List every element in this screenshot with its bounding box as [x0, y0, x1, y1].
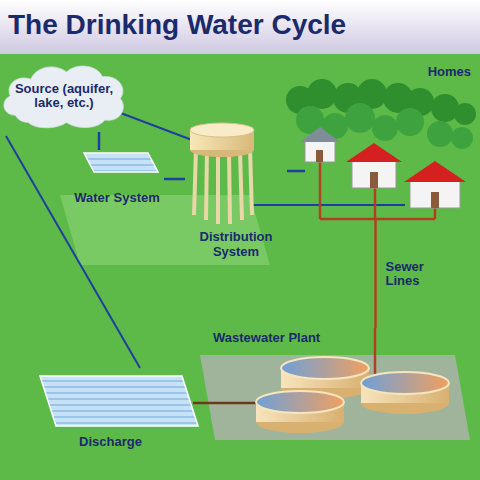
tank-top: [281, 357, 369, 379]
tower-leg: [206, 150, 207, 220]
pipe-connector: [193, 402, 210, 405]
component-area: Homes: [305, 62, 474, 220]
component-label: Source (aquifer, lake, etc.): [14, 82, 114, 111]
pipe-connector: [98, 132, 101, 150]
house-roof: [404, 161, 466, 182]
cloud-shape: [4, 66, 123, 128]
tower-leg: [194, 148, 196, 215]
component-label: Discharge: [79, 435, 142, 449]
component-area: Discharge: [28, 370, 193, 452]
pipe-connector: [164, 178, 185, 181]
house-wall: [410, 180, 460, 208]
water-system-pool: [84, 153, 158, 172]
tree: [307, 79, 337, 109]
sewer-pipe: [319, 162, 322, 219]
tower-leg: [250, 148, 252, 215]
house-door: [431, 192, 439, 208]
house-roof: [300, 127, 340, 142]
component-area: Distribution System: [185, 122, 287, 262]
treatment-tanks: [256, 357, 449, 433]
tower-tank-top: [190, 123, 254, 137]
diagram-title: The Drinking Water Cycle: [8, 9, 346, 41]
tree: [345, 103, 375, 133]
tower-leg: [240, 150, 242, 220]
tree: [454, 103, 476, 125]
tree: [427, 121, 453, 147]
trees: [286, 79, 476, 149]
component-label: Distribution System: [189, 230, 283, 259]
ground: [0, 54, 480, 480]
discharge-pool: [40, 376, 198, 426]
sky-band: [0, 0, 480, 54]
tower-leg: [229, 152, 230, 224]
component-area: Water System: [70, 150, 164, 208]
sewer-pipe: [374, 328, 377, 374]
tank-top: [361, 372, 449, 394]
component-area: Wastewater Plant: [210, 328, 446, 436]
water-tower: [190, 123, 254, 224]
water-pipe: [250, 204, 405, 206]
component-label: Wastewater Plant: [213, 331, 320, 345]
houses: [300, 127, 466, 208]
pipe-connector: [287, 170, 305, 173]
component-label: Water System: [74, 191, 160, 205]
water-pipe: [118, 112, 192, 140]
sewer-pipe: [434, 208, 437, 219]
tree: [451, 127, 473, 149]
pipe-label: Sewer Lines: [384, 259, 440, 290]
pipe-connector: [374, 220, 377, 328]
source-cloud: Source (aquifer, lake, etc.): [0, 60, 128, 132]
house-door: [316, 150, 323, 162]
tower-leg: [216, 152, 220, 224]
outfall-pipe: [210, 402, 258, 405]
house-wall: [352, 160, 396, 188]
house-roof: [346, 143, 402, 162]
tree: [396, 108, 424, 136]
component-label: Homes: [428, 65, 471, 79]
tank-top: [256, 391, 344, 413]
tree: [372, 115, 398, 141]
house-door: [370, 172, 378, 188]
plant-platform: [200, 355, 470, 440]
house-wall: [305, 140, 335, 162]
sewer-pipe: [374, 188, 377, 219]
sewer-pipe: [320, 218, 435, 221]
